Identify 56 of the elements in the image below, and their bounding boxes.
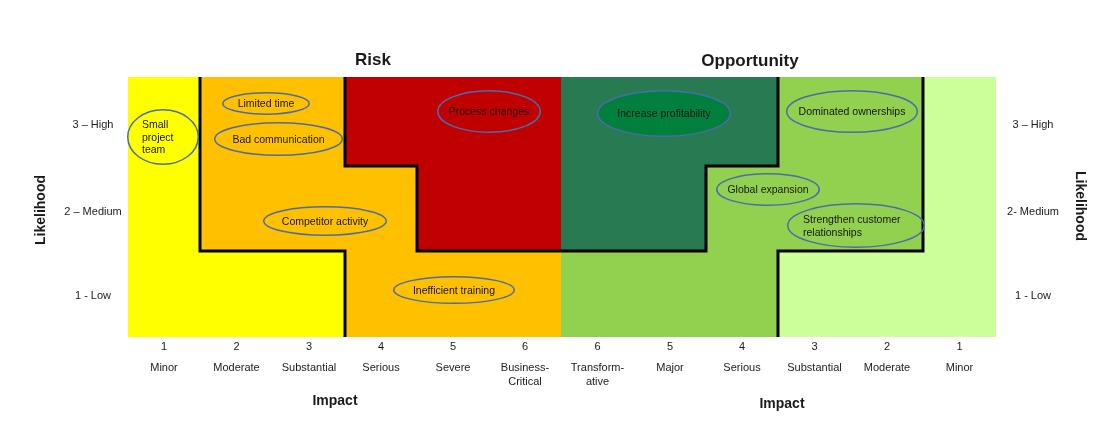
impact-score: 2	[883, 339, 891, 353]
impact-score: 5	[666, 339, 674, 353]
impact-level-label: Severe	[435, 360, 471, 374]
risk-ellipse	[263, 206, 387, 236]
risk-ellipse	[393, 276, 515, 304]
opportunity-ellipse	[716, 173, 820, 206]
impact-score: 4	[377, 339, 385, 353]
likelihood-level-label: 3 – High	[72, 117, 114, 131]
impact-level-label: Major	[656, 360, 684, 374]
axis-title: Impact	[759, 394, 805, 412]
risk-ellipse	[127, 109, 199, 165]
section-heading: Opportunity	[701, 51, 799, 71]
impact-level-label: Minor	[945, 360, 974, 374]
impact-level-label: Serious	[723, 360, 761, 374]
impact-level-label: Transform- ative	[569, 360, 626, 388]
impact-score: 1	[160, 339, 168, 353]
opportunity-ellipse	[787, 203, 925, 248]
ellipse-label: Small project team	[142, 118, 175, 156]
ellipse-label: Global expansion	[727, 183, 809, 196]
impact-score: 4	[738, 339, 746, 353]
ellipse-label: Dominated ownerships	[798, 105, 906, 118]
axis-title: Likelihood	[31, 175, 49, 245]
risk-ellipse	[222, 92, 310, 115]
axis-title: Likelihood	[1071, 171, 1089, 241]
ellipse-label: Limited time	[237, 97, 295, 110]
impact-level-label: Minor	[150, 360, 178, 374]
impact-score: 1	[956, 339, 963, 353]
ellipse-label: Competitor activity	[281, 214, 369, 228]
impact-level-label: Serious	[362, 360, 400, 374]
risk-ellipse	[214, 122, 343, 156]
ellipse-label: Process changes	[448, 105, 530, 118]
opportunity-ellipse	[597, 90, 731, 137]
impact-score: 3	[811, 339, 818, 353]
likelihood-level-label: 2 – Medium	[64, 204, 122, 218]
impact-score: 5	[449, 339, 457, 353]
impact-level-label: Business- Critical	[499, 360, 551, 388]
ellipse-label: Bad communication	[232, 132, 325, 146]
risk-ellipse	[437, 90, 541, 133]
impact-level-label: Substantial	[281, 360, 337, 374]
ellipse-label: Strengthen customer relationships	[803, 213, 902, 238]
impact-score: 6	[521, 339, 529, 353]
impact-level-label: Moderate	[213, 360, 260, 374]
impact-score: 3	[305, 339, 313, 353]
impact-level-label: Substantial	[787, 360, 842, 374]
impact-score: 6	[594, 339, 601, 353]
likelihood-level-label: 1 - Low	[74, 288, 112, 302]
opportunity-ellipse	[786, 90, 918, 133]
likelihood-level-label: 1 - Low	[1014, 288, 1052, 302]
ellipse-label: Increase profitability	[617, 107, 711, 120]
impact-level-label: Moderate	[863, 360, 911, 374]
axis-title: Impact	[312, 391, 358, 409]
section-heading: Risk	[355, 50, 391, 70]
likelihood-level-label: 3 – High	[1012, 117, 1054, 131]
ellipse-label: Inefficient training	[412, 283, 496, 297]
impact-score: 2	[233, 339, 240, 353]
likelihood-level-label: 2- Medium	[1007, 204, 1059, 218]
